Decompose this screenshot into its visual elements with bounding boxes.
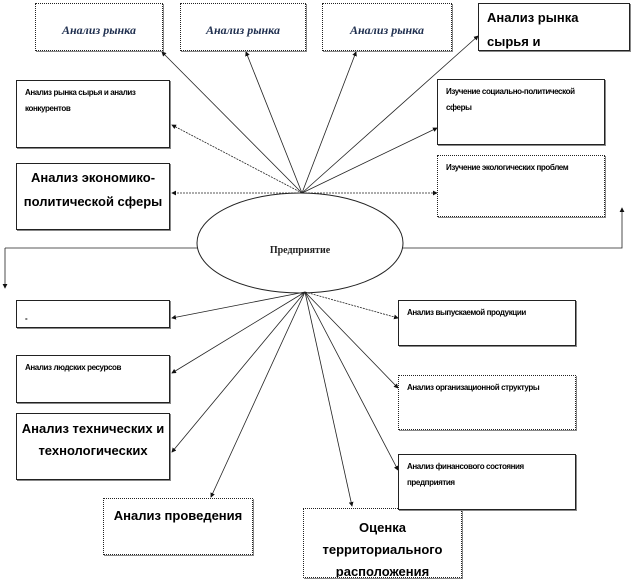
finance-box: Анализ финансового состояния предприятия (398, 454, 576, 510)
box-label: Анализ рынка сырья и анализ конкурентов (25, 88, 136, 113)
conduct-analysis-box: Анализ проведения (103, 498, 253, 555)
hub-label: Предприятие (269, 245, 331, 256)
box-label: Анализ рынка (350, 23, 424, 37)
box-label: Анализ финансового состояния предприятия (407, 462, 524, 487)
tech-analysis-box: Анализ технических и технологических (16, 413, 170, 480)
box-label: Анализ рынка (206, 23, 280, 37)
raw-market-competitors-box: Анализ рынка сырья и анализ конкурентов (16, 80, 170, 148)
market-analysis-box-1: Анализ рынка (35, 3, 163, 51)
raw-market-box: Анализ рынка сырья и (478, 3, 630, 51)
empty-box: - (16, 300, 170, 328)
econ-political-box: Анализ экономико-политической сферы (16, 163, 170, 230)
products-box: Анализ выпускаемой продукции (398, 300, 576, 346)
box-label: Анализ организационной структуры (407, 383, 540, 392)
box-label: Анализ проведения (113, 508, 243, 523)
box-label: Анализ технических и технологических (21, 421, 165, 458)
box-label: Анализ людских ресурсов (25, 363, 122, 372)
box-label: Изучение социально-политической сферы (446, 87, 575, 112)
territory-box: Оценка территориального расположения (303, 508, 462, 578)
ecology-box: Изучение экологических проблем (437, 155, 605, 217)
human-resources-box: Анализ людских ресурсов (16, 355, 170, 403)
box-label: Изучение экологических проблем (446, 163, 569, 172)
market-analysis-box-3: Анализ рынка (322, 3, 452, 51)
box-label: Анализ экономико-политической сферы (23, 170, 163, 209)
hub-ellipse (196, 192, 404, 294)
box-label: Анализ выпускаемой продукции (407, 308, 526, 317)
box-label: Анализ рынка (62, 23, 136, 37)
box-label: - (25, 314, 28, 323)
box-label: Оценка территориального расположения (322, 520, 443, 578)
box-label: Анализ рынка сырья и (487, 10, 579, 49)
org-structure-box: Анализ организационной структуры (398, 375, 576, 430)
social-political-box: Изучение социально-политической сферы (437, 79, 605, 145)
market-analysis-box-2: Анализ рынка (180, 3, 306, 51)
